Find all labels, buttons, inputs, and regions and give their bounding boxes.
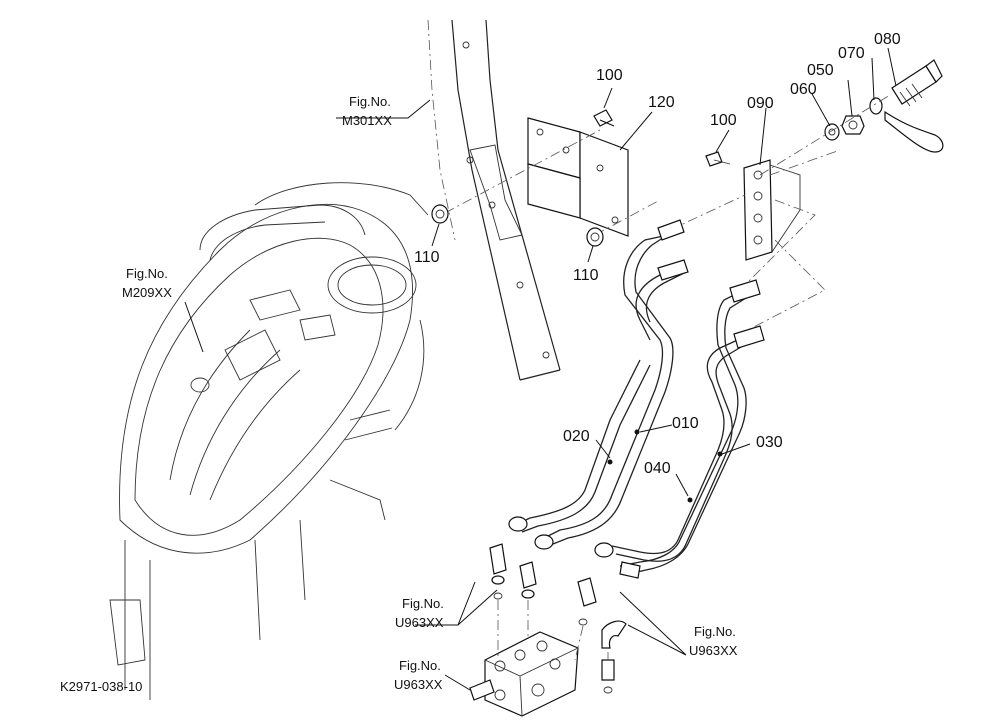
- label-110-right: 110: [573, 267, 599, 284]
- control-valve: [469, 631, 579, 717]
- elbow-fitting-mid: [519, 561, 537, 599]
- fitting-020-bottom: [508, 516, 528, 532]
- tube-020: [514, 265, 687, 533]
- tube-040: [611, 337, 747, 562]
- ref-m209-code: M209XX: [122, 285, 172, 300]
- label-050: 050: [807, 62, 834, 79]
- ref-u963-a-code: U963XX: [395, 615, 444, 630]
- fitting-010-bottom: [534, 534, 554, 550]
- rops-frame-post: [427, 19, 561, 381]
- label-060: 060: [790, 81, 817, 98]
- elbow-fitting-left: [489, 543, 507, 600]
- ref-u963-b-label: Fig.No.: [694, 624, 736, 639]
- label-010: 010: [672, 415, 699, 432]
- fitting-040-bottom: [594, 542, 614, 558]
- tube-010: [539, 229, 676, 547]
- elbow-fitting-lower-right: [601, 620, 627, 694]
- label-080: 070: [838, 45, 865, 62]
- oring-080: [869, 97, 883, 115]
- bolt-100-right: [705, 151, 731, 167]
- plate-090: [669, 149, 841, 331]
- marker-010: [634, 429, 640, 435]
- bolt-100-upper: [593, 109, 615, 127]
- nut-050: [841, 115, 865, 135]
- ref-u963-c-code: U963XX: [394, 677, 443, 692]
- fitting-010-top: [657, 219, 685, 241]
- label-070: 080: [874, 31, 901, 48]
- tube-030: [619, 291, 747, 575]
- ref-u963-a-label: Fig.No.: [402, 596, 444, 611]
- fitting-020-top: [657, 259, 689, 281]
- ref-m301-label: Fig.No.: [349, 94, 391, 109]
- leader-lines: [184, 47, 897, 691]
- fitting-030-bottom: [619, 561, 641, 579]
- ref-u963-c-label: Fig.No.: [399, 658, 441, 673]
- label-120: 120: [648, 94, 675, 111]
- drawing-code: K2971-038-10: [60, 679, 142, 694]
- label-100-upper: 100: [596, 67, 623, 84]
- ref-m301-code: M301XX: [342, 113, 392, 128]
- elbow-fitting-right: [577, 577, 597, 626]
- coupler-070: [884, 59, 944, 153]
- washer-060: [824, 123, 840, 141]
- bracket-120: [444, 117, 661, 237]
- marker-030: [717, 451, 723, 457]
- label-040: 040: [644, 460, 671, 477]
- ref-u963-b-code: U963XX: [689, 643, 738, 658]
- nut-110-left: [431, 204, 449, 224]
- label-020: 020: [563, 428, 590, 445]
- label-090: 090: [747, 95, 774, 112]
- fitting-030-top: [729, 279, 761, 303]
- fender-body: [109, 182, 429, 700]
- fitting-040-top: [733, 325, 765, 349]
- marker-020: [607, 459, 613, 465]
- marker-040: [687, 497, 693, 503]
- label-110-left: 110: [414, 249, 440, 266]
- nut-110-right: [586, 227, 604, 247]
- label-100-right: 100: [710, 112, 737, 129]
- ref-m209-label: Fig.No.: [126, 266, 168, 281]
- label-030: 030: [756, 434, 783, 451]
